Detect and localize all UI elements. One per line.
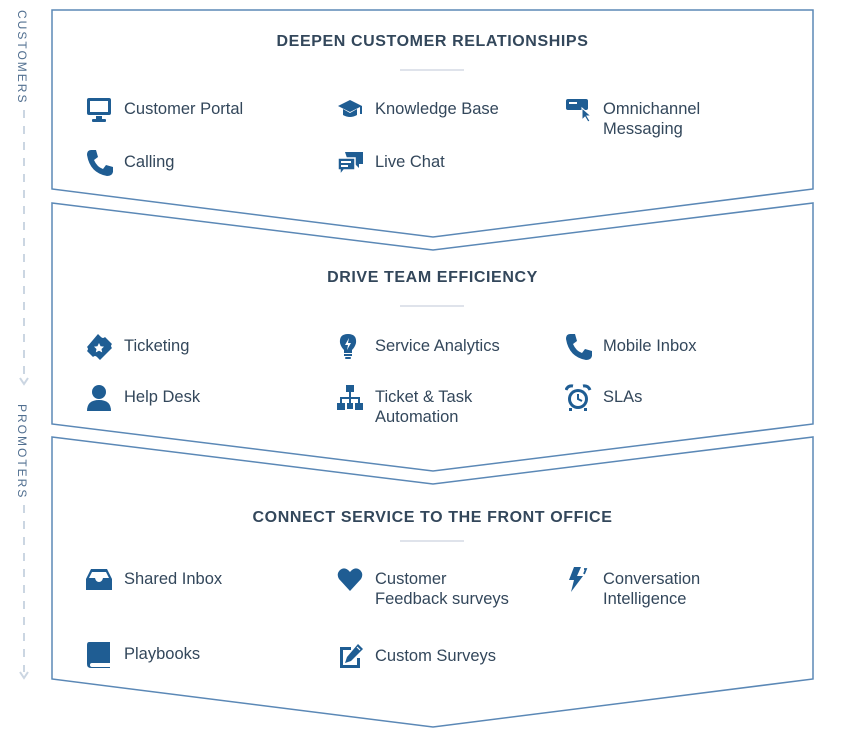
feature-ticketing: Ticketing xyxy=(86,334,190,361)
customers-axis-label: CUSTOMERS xyxy=(15,10,29,105)
feature-label: Shared Inbox xyxy=(124,570,223,588)
feature-label: Live Chat xyxy=(375,153,445,171)
feature-shared-inbox: Shared Inbox xyxy=(86,569,222,594)
section-title-connect: CONNECT SERVICE TO THE FRONT OFFICE xyxy=(252,509,613,526)
edit-survey-icon xyxy=(340,644,363,668)
section-panel-2 xyxy=(51,202,814,472)
feature-label: Calling xyxy=(124,153,175,171)
feature-customer-feedback-surveys: Customer Feedback surveys xyxy=(337,568,509,609)
feature-label: Ticketing xyxy=(124,337,190,355)
section-divider xyxy=(400,540,464,542)
feature-customer-portal: Customer Portal xyxy=(86,98,244,124)
axis-arrow-down xyxy=(19,377,29,386)
inbox-tray-icon xyxy=(86,569,112,590)
lightbulb-icon xyxy=(339,334,357,359)
feature-live-chat: Live Chat xyxy=(337,152,445,177)
feature-knowledge-base: Knowledge Base xyxy=(337,99,499,124)
person-icon xyxy=(87,385,111,411)
feature-label: Playbooks xyxy=(124,645,201,663)
feature-label: Conversation Intelligence xyxy=(603,570,701,608)
feature-slas: SLAs xyxy=(565,384,643,412)
feature-label: SLAs xyxy=(603,388,643,406)
feature-service-analytics: Service Analytics xyxy=(337,334,500,361)
feature-custom-surveys: Custom Surveys xyxy=(337,644,497,671)
feature-mobile-inbox: Mobile Inbox xyxy=(565,334,697,361)
messaging-icon xyxy=(566,99,593,123)
feature-label: Mobile Inbox xyxy=(603,337,697,355)
section-divider xyxy=(400,69,464,71)
heart-icon xyxy=(337,568,363,591)
section-divider xyxy=(400,305,464,307)
section-title-deepen: DEEPEN CUSTOMER RELATIONSHIPS xyxy=(276,33,589,50)
feature-label: Service Analytics xyxy=(375,337,500,355)
axis-arrow-end xyxy=(19,671,29,680)
chat-icon xyxy=(337,152,363,177)
feature-label: Customer Portal xyxy=(124,100,244,118)
workflow-icon xyxy=(337,385,363,410)
feature-label: Custom Surveys xyxy=(375,647,497,665)
feature-conversation-intelligence: Conversation Intelligence xyxy=(565,567,701,609)
feature-playbooks: Playbooks xyxy=(86,642,201,669)
feature-label: Ticket & Task Automation xyxy=(375,388,473,426)
feature-label: Customer Feedback surveys xyxy=(375,570,509,608)
feature-label: Help Desk xyxy=(124,388,201,406)
feature-label: Omnichannel Messaging xyxy=(603,100,701,138)
ticket-icon xyxy=(87,334,112,360)
section-panel-3 xyxy=(51,436,814,728)
feature-omnichannel-messaging: Omnichannel Messaging xyxy=(565,99,700,139)
lightning-icon xyxy=(569,567,588,592)
monitor-icon xyxy=(87,98,111,122)
book-icon xyxy=(87,642,110,668)
graduation-cap-icon xyxy=(338,100,362,117)
feature-label: Knowledge Base xyxy=(375,100,499,118)
phone-icon xyxy=(87,150,113,176)
feature-help-desk: Help Desk xyxy=(86,385,201,412)
phone-icon xyxy=(566,334,592,360)
alarm-clock-icon xyxy=(565,384,592,411)
feature-calling: Calling xyxy=(86,150,175,177)
feature-ticket-task-automation: Ticket & Task Automation xyxy=(337,385,473,427)
promoters-axis-label: PROMOTERS xyxy=(15,404,29,500)
section-panel-1 xyxy=(51,9,814,238)
section-title-drive: DRIVE TEAM EFFICIENCY xyxy=(327,269,538,286)
